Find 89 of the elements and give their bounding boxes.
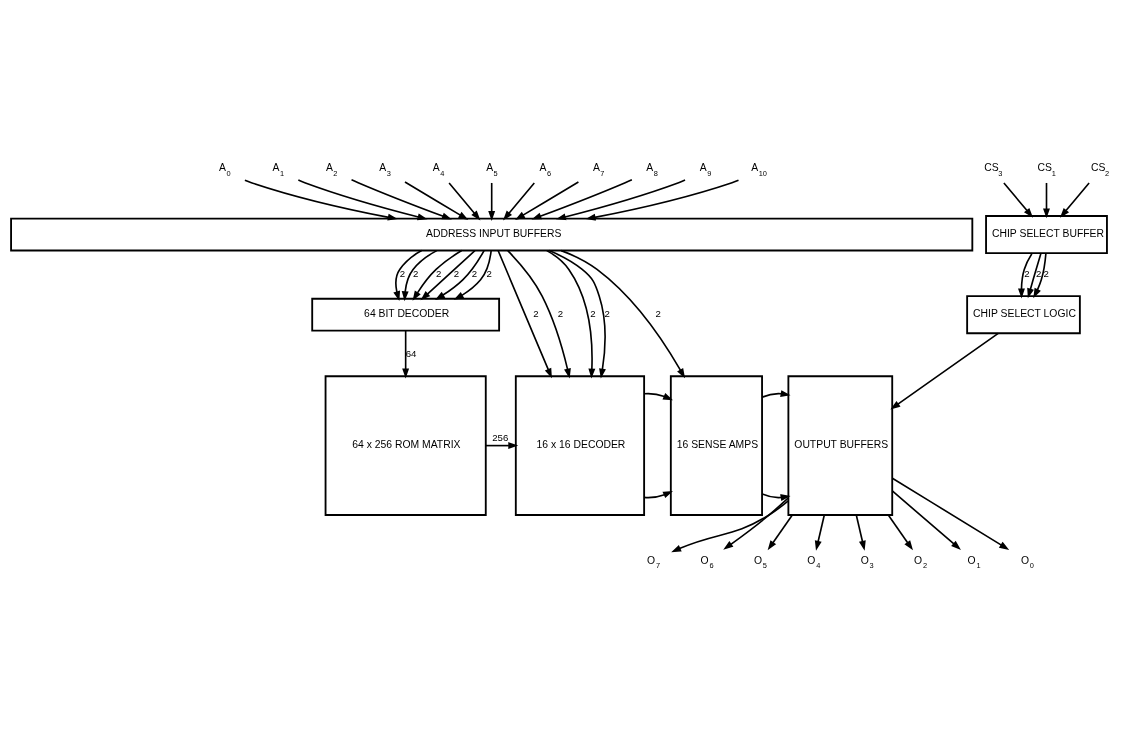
node-box: OUTPUT BUFFERS <box>787 375 894 516</box>
node-text: O$_{2}$ <box>914 554 928 571</box>
arrow <box>488 182 496 221</box>
node-box: CHIP SELECT BUFFER <box>985 215 1108 255</box>
arrow <box>515 181 580 220</box>
node-text: A$_{1}$ <box>272 162 285 178</box>
arrow <box>1033 252 1047 299</box>
arrow <box>1027 252 1042 299</box>
edge-label: 2 <box>604 308 610 320</box>
node-box: 64 x 256 ROM MATRIX <box>324 375 487 516</box>
arrow <box>891 490 961 550</box>
arrow <box>1003 182 1034 218</box>
arrow <box>401 249 438 302</box>
edge-label: 2 <box>1036 268 1042 280</box>
arrow <box>761 493 791 502</box>
arrow <box>643 392 673 401</box>
edge-label: 256 <box>492 431 509 443</box>
node-text: A$_{10}$ <box>751 162 767 178</box>
node-text: O$_{0}$ <box>1020 554 1034 571</box>
node-text: A$_{6}$ <box>539 162 552 178</box>
arrow <box>497 249 552 379</box>
edge-label: 2 <box>436 268 442 280</box>
arrow <box>761 390 791 398</box>
arrow <box>393 249 423 302</box>
edge-label: 2 <box>399 268 406 280</box>
node-text: O$_{5}$ <box>753 554 767 571</box>
edge-label: 2 <box>471 268 478 280</box>
arrow <box>767 514 794 551</box>
edge-label: 2 <box>655 308 661 320</box>
arrow <box>548 249 606 379</box>
edge-label: 2 <box>413 268 419 280</box>
arrow <box>555 179 686 221</box>
arrow <box>887 514 913 551</box>
edge-label: 2 <box>1024 268 1030 280</box>
arrow <box>723 497 790 550</box>
node-text: A$_{2}$ <box>325 162 338 178</box>
edge-label: 2 <box>533 308 539 320</box>
node-text: CS$_{2}$ <box>1091 162 1110 178</box>
node-box: CHIP SELECT LOGIC <box>966 295 1081 335</box>
arrow <box>891 477 1010 550</box>
node-text: O$_{4}$ <box>807 554 821 571</box>
node-box: ADDRESS INPUT BUFFERS <box>10 217 974 252</box>
arrow <box>435 249 485 300</box>
edge-label: 2 <box>590 308 596 320</box>
arrow <box>412 249 463 301</box>
arrow <box>244 179 398 221</box>
edge-label: 2 <box>453 268 460 280</box>
arrow <box>350 178 452 220</box>
node-text: O$_{7}$ <box>647 554 661 571</box>
node-box: 16 x 16 DECODER <box>514 375 646 516</box>
arrow <box>1059 182 1090 218</box>
arrow <box>297 179 428 221</box>
arrow <box>485 442 519 450</box>
arrow <box>671 500 790 553</box>
arrow <box>448 182 481 221</box>
arrow <box>855 514 866 551</box>
node-text: A$_{3}$ <box>379 162 391 178</box>
arrow <box>502 182 536 221</box>
node-text: A$_{5}$ <box>486 162 498 178</box>
node-text: O$_{3}$ <box>860 554 874 571</box>
arrow <box>890 332 1000 410</box>
node-text: A$_{7}$ <box>592 162 605 178</box>
node-text: A$_{0}$ <box>219 162 231 178</box>
node-box: 16 SENSE AMPS <box>669 375 763 516</box>
arrow <box>585 179 740 221</box>
arrow <box>453 249 492 300</box>
arrow <box>643 490 673 499</box>
node-text: CS$_{1}$ <box>1037 162 1056 178</box>
arrow <box>1018 252 1034 299</box>
arrow <box>531 178 633 220</box>
arrow <box>1043 182 1050 219</box>
edge-label: 64 <box>405 348 417 360</box>
node-text: O$_{6}$ <box>700 554 714 571</box>
edge-label: 2 <box>486 268 492 280</box>
arrow <box>402 329 410 379</box>
node-text: A$_{8}$ <box>646 162 658 178</box>
node-text: A$_{9}$ <box>699 162 712 178</box>
arrow <box>420 249 476 301</box>
arrow <box>506 249 571 379</box>
node-text: O$_{1}$ <box>967 554 981 571</box>
node-text: A$_{4}$ <box>432 162 445 178</box>
edge-label: 2 <box>1043 268 1049 280</box>
edge-label: 2 <box>557 308 564 320</box>
arrow <box>545 249 596 379</box>
node-text: CS$_{3}$ <box>984 162 1003 178</box>
arrow <box>404 181 469 220</box>
arrow <box>560 249 686 379</box>
arrow <box>814 514 826 551</box>
node-box: 64 BIT DECODER <box>311 297 501 332</box>
